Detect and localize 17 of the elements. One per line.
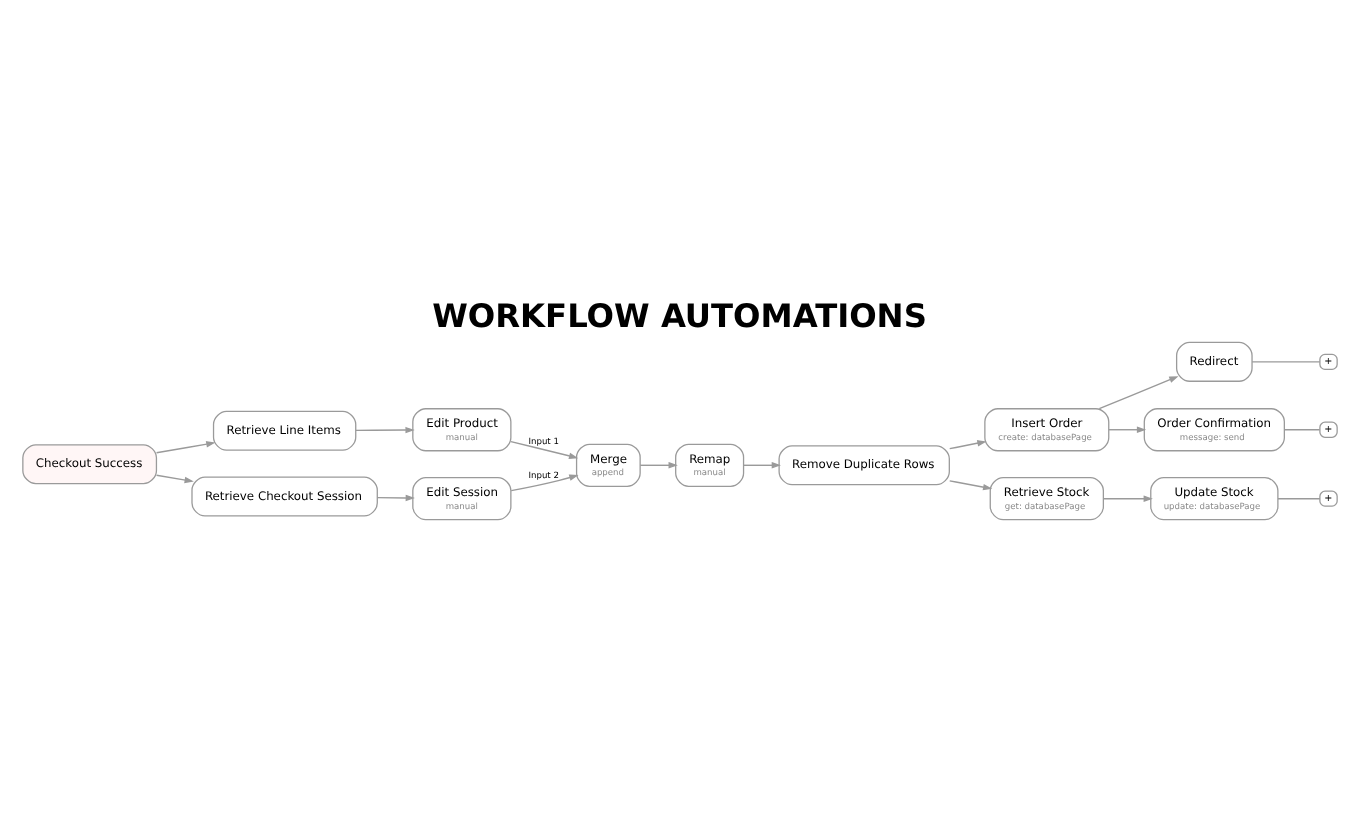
arrow xyxy=(355,426,415,434)
arrow xyxy=(376,494,415,502)
connector xyxy=(1251,361,1321,363)
arrow xyxy=(743,462,781,469)
diagram-title: WORKFLOW AUTOMATIONS xyxy=(432,297,927,336)
arrow xyxy=(1102,495,1153,502)
connector xyxy=(1283,429,1321,431)
arrow xyxy=(949,480,993,491)
arrow xyxy=(1098,376,1179,410)
arrow xyxy=(510,440,579,460)
arrow xyxy=(949,440,987,450)
arrow xyxy=(155,441,216,454)
arrow xyxy=(639,462,678,469)
arrow xyxy=(1108,426,1147,433)
arrow xyxy=(155,474,194,484)
connector xyxy=(1277,498,1321,500)
arrow xyxy=(510,474,579,492)
